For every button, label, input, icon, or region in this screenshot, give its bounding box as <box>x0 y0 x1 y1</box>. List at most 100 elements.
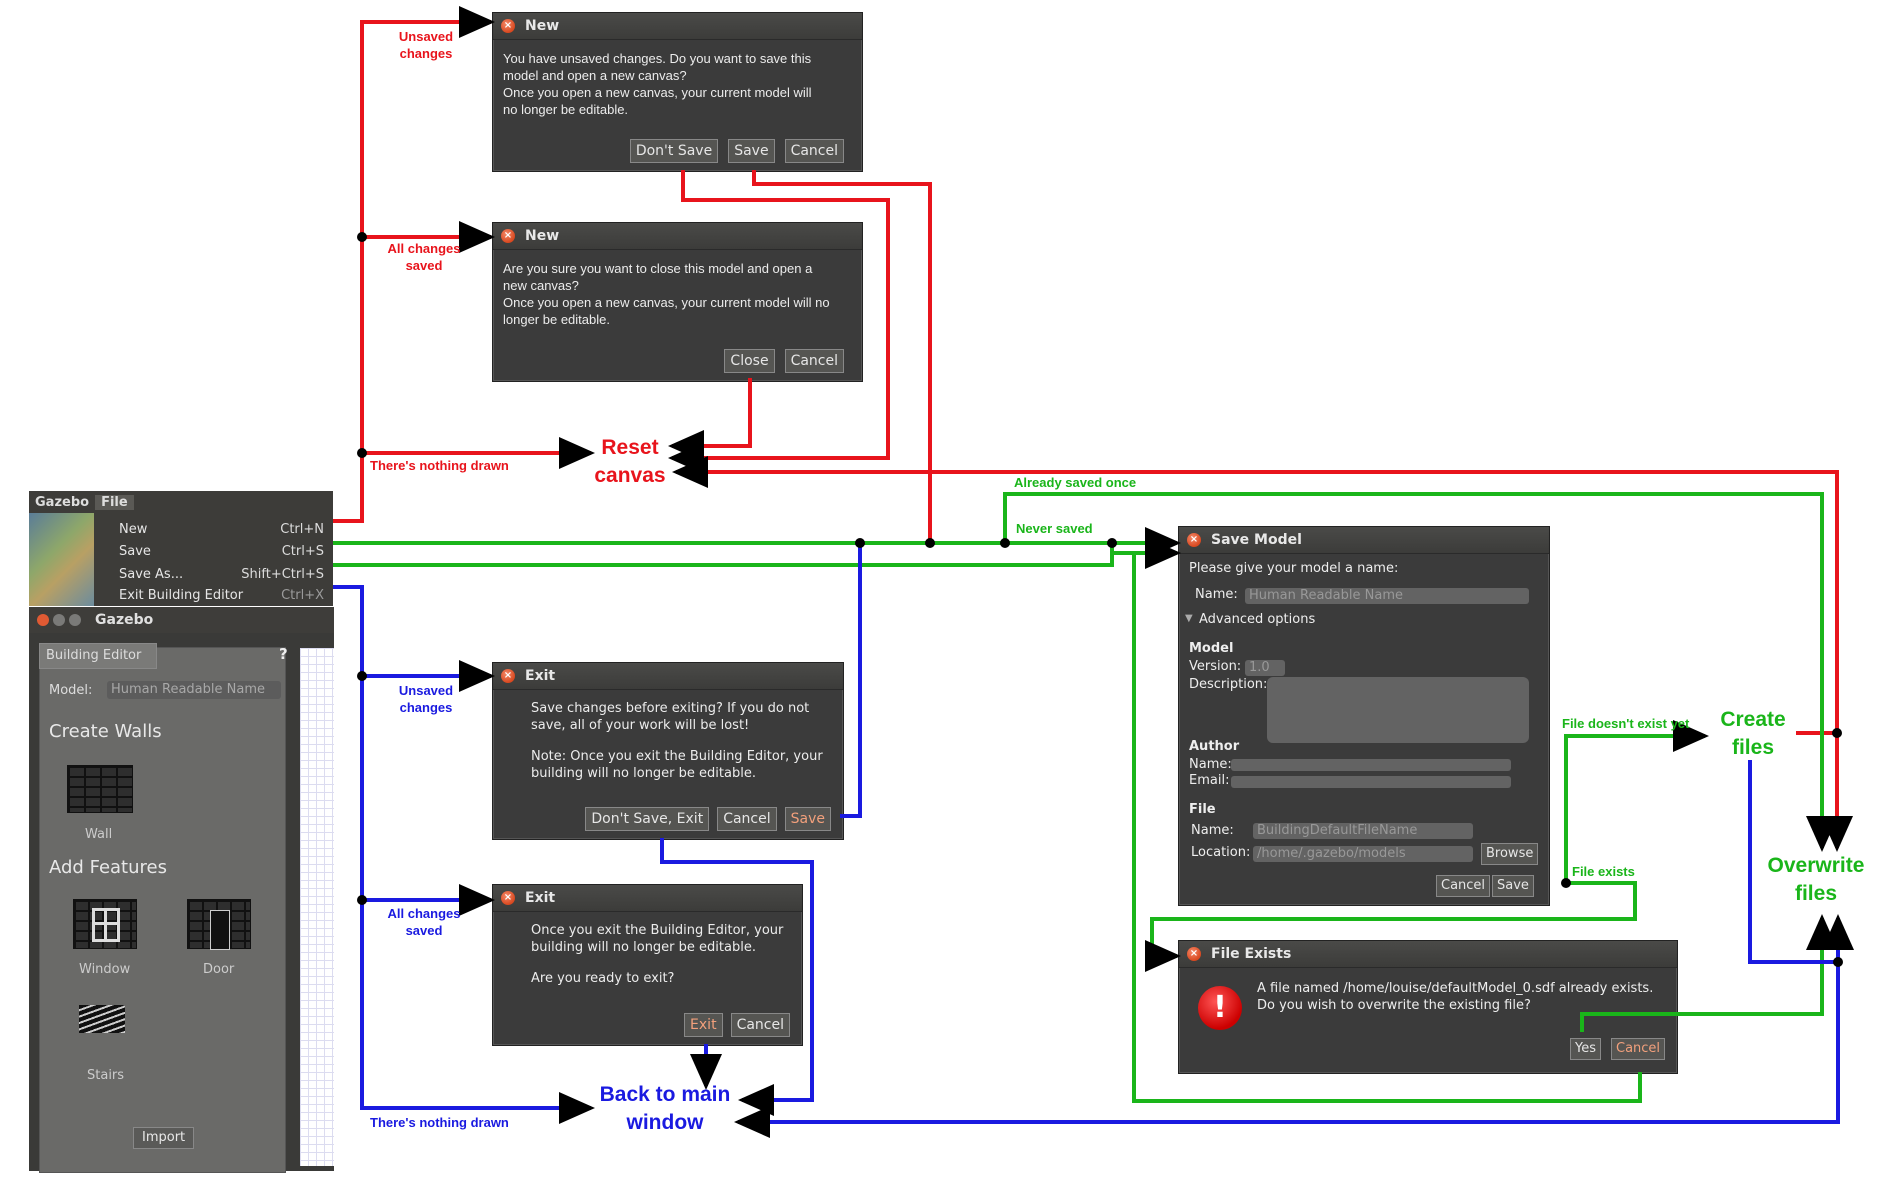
message-line: Note: Once you exit the Building Editor,… <box>531 749 823 764</box>
model-label: Model: <box>49 683 93 698</box>
menu-item-shortcut: Ctrl+S <box>281 543 324 559</box>
cancel-button[interactable]: Cancel <box>730 1013 790 1037</box>
expand-triangle-icon[interactable]: ▼ <box>1185 613 1193 624</box>
file-exists-message-line-1: A file named /home/louise/defaultModel_0… <box>1257 981 1654 996</box>
new-saved-dialog: × New Are you sure you want to close this… <box>492 222 863 382</box>
save-button[interactable]: Save <box>1492 875 1534 897</box>
window-title: Gazebo <box>95 612 154 628</box>
dialog-title: File Exists <box>1211 946 1292 962</box>
dialog-title: Exit <box>525 890 556 906</box>
menu-item-label: Save As... <box>119 566 184 582</box>
message-line: building will no longer be editable. <box>531 766 756 781</box>
help-icon[interactable]: ? <box>279 645 288 663</box>
cancel-button[interactable]: Cancel <box>717 807 777 831</box>
minimize-icon[interactable] <box>53 614 65 626</box>
dialog-title: New <box>525 228 560 244</box>
door-tool-icon[interactable] <box>187 899 251 950</box>
dialog-buttons: Don't Save Save Cancel <box>629 139 844 163</box>
menu-item-save-as[interactable]: Save As... Shift+Ctrl+S <box>119 563 324 585</box>
message-line: longer be editable. <box>503 312 610 327</box>
menu-item-label: Save <box>119 543 151 559</box>
dialog-buttons: Don't Save, Exit Cancel Save <box>585 807 831 831</box>
door-label: Door <box>203 962 235 977</box>
author-email-input[interactable] <box>1231 776 1511 788</box>
close-icon[interactable]: × <box>1187 947 1201 961</box>
dialog-titlebar: × File Exists <box>1179 941 1677 968</box>
author-email-label: Email: <box>1189 773 1230 788</box>
dialog-buttons: Exit Cancel <box>684 1013 790 1037</box>
version-label: Version: <box>1189 659 1242 674</box>
message-line: no longer be editable. <box>503 102 629 117</box>
file-exists-message-line-2: Do you wish to overwrite the existing fi… <box>1257 998 1531 1013</box>
menu-item-shortcut: Shift+Ctrl+S <box>241 566 324 582</box>
label-file-doesnt-exist: File doesn't exist yet <box>1562 716 1690 731</box>
window-tool-icon[interactable] <box>73 899 137 949</box>
import-button[interactable]: Import <box>133 1127 195 1149</box>
yes-button[interactable]: Yes <box>1570 1038 1601 1060</box>
exit-button[interactable]: Exit <box>684 1013 723 1037</box>
close-icon[interactable]: × <box>1187 533 1201 547</box>
dialog-message: Are you sure you want to close this mode… <box>493 250 862 338</box>
menu-item-new[interactable]: New Ctrl+N <box>119 518 324 540</box>
tab-building-editor[interactable]: Building Editor <box>39 643 157 669</box>
version-input[interactable]: 1.0 <box>1245 660 1285 676</box>
cancel-button[interactable]: Cancel <box>1436 875 1491 897</box>
model-name-input[interactable]: Human Readable Name <box>1245 588 1529 604</box>
model-name-input[interactable]: Human Readable Name <box>107 681 281 699</box>
file-menu[interactable]: File <box>95 494 134 510</box>
cancel-button[interactable]: Cancel <box>784 139 844 163</box>
create-walls-heading: Create Walls <box>49 721 162 742</box>
close-icon[interactable] <box>37 614 49 626</box>
message-line: You have unsaved changes. Do you want to… <box>503 51 812 66</box>
menu-item-exit-building-editor[interactable]: Exit Building Editor Ctrl+X <box>119 584 324 606</box>
dialog-title: Save Model <box>1211 532 1302 548</box>
cancel-button[interactable]: Cancel <box>1611 1038 1666 1060</box>
save-prompt: Please give your model a name: <box>1189 561 1399 576</box>
description-label: Description: <box>1189 677 1268 692</box>
dialog-titlebar: × Save Model <box>1179 527 1549 554</box>
window-label: Window <box>79 962 131 977</box>
save-button[interactable]: Save <box>784 807 831 831</box>
close-icon[interactable]: × <box>501 19 515 33</box>
background-thumbnail <box>29 513 94 606</box>
browse-button[interactable]: Browse <box>1481 843 1539 865</box>
label-nothing-drawn-red: There's nothing drawn <box>370 458 509 473</box>
close-button[interactable]: Close <box>724 349 775 373</box>
model-section-heading: Model <box>1189 641 1234 656</box>
add-features-heading: Add Features <box>49 857 167 878</box>
label-file-exists: File exists <box>1572 864 1635 879</box>
wall-tool-icon[interactable] <box>67 765 133 813</box>
dialog-buttons: Close Cancel <box>724 349 844 373</box>
dialog-titlebar: ×New <box>493 13 862 40</box>
dont-save-button[interactable]: Don't Save <box>629 139 719 163</box>
window-titlebar: Gazebo <box>29 607 334 633</box>
dialog-message: Save changes before exiting? If you do n… <box>493 690 843 792</box>
menu-item-save[interactable]: Save Ctrl+S <box>119 540 324 562</box>
advanced-options-toggle[interactable]: Advanced options <box>1199 612 1316 627</box>
wall-label: Wall <box>85 827 113 842</box>
stairs-tool-icon[interactable] <box>79 1005 125 1033</box>
description-input[interactable] <box>1267 677 1529 743</box>
close-icon[interactable]: × <box>501 669 515 683</box>
author-name-input[interactable] <box>1231 759 1511 771</box>
maximize-icon[interactable] <box>69 614 81 626</box>
save-model-dialog: × Save Model Please give your model a nam… <box>1178 526 1550 906</box>
file-name-label: Name: <box>1191 823 1234 838</box>
location-input[interactable]: /home/.gazebo/models <box>1253 846 1473 862</box>
gazebo-window: Gazebo Building Editor ? Model: Human Re… <box>29 607 334 1173</box>
dialog-message: Once you exit the Building Editor, your … <box>493 912 802 997</box>
save-button[interactable]: Save <box>728 139 775 163</box>
dont-save-exit-button[interactable]: Don't Save, Exit <box>585 807 710 831</box>
close-icon[interactable]: × <box>501 229 515 243</box>
message-line: model and open a new canvas? <box>503 68 687 83</box>
warning-icon: ! <box>1198 986 1242 1030</box>
message-line: Are you ready to exit? <box>531 971 675 986</box>
file-name-input[interactable]: BuildingDefaultFileName <box>1253 823 1473 839</box>
close-icon[interactable]: × <box>501 891 515 905</box>
cancel-button[interactable]: Cancel <box>784 349 844 373</box>
